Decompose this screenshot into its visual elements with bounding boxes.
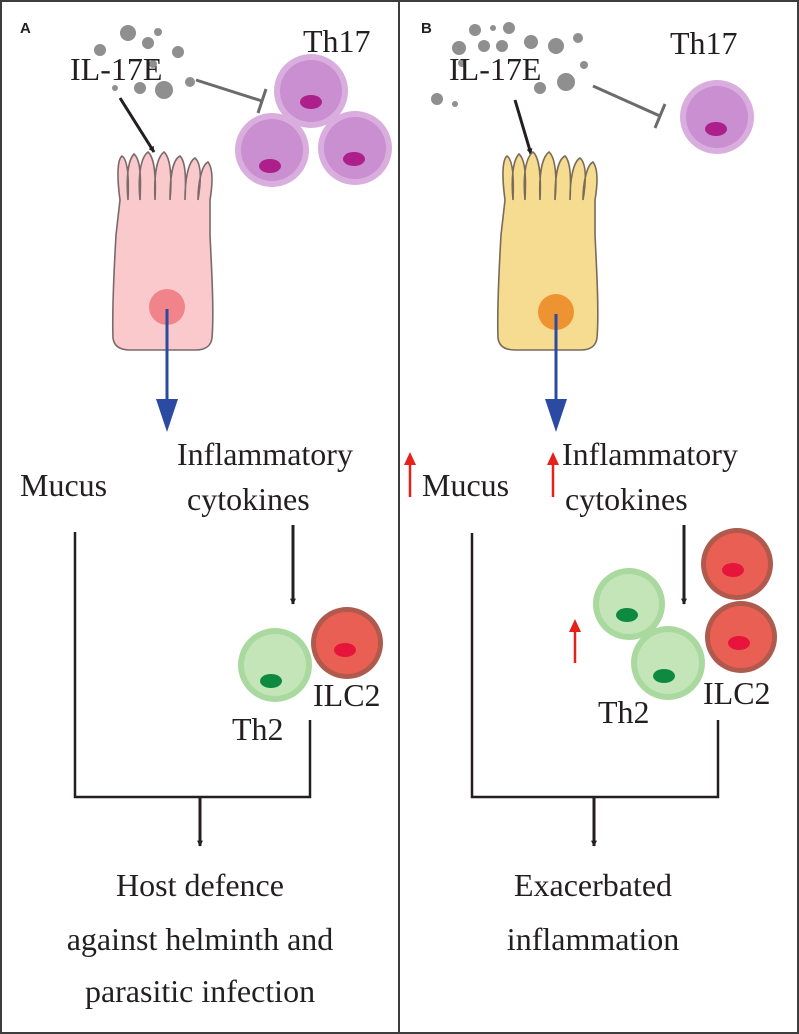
panel-b-ilc2-cell-2 bbox=[705, 601, 777, 673]
panel-a: A IL-17E Th17 bbox=[20, 20, 392, 1009]
panel-b-th2-increase-arrow bbox=[569, 619, 581, 663]
panel-b-th2-cell-1 bbox=[593, 568, 665, 640]
panel-b-outcome-line1: Exacerbated bbox=[514, 867, 672, 903]
panel-b-signal-arrow bbox=[545, 314, 567, 432]
panel-b-cytokine-increase-arrow bbox=[547, 452, 559, 497]
panel-b-il17e-arrow bbox=[513, 99, 533, 155]
panel-b: B IL-17E Th17 bbox=[404, 20, 777, 957]
panel-a-ilc2-cell bbox=[311, 607, 383, 679]
panel-b-il17e-particles bbox=[431, 22, 588, 107]
panel-a-merge-bracket bbox=[73, 532, 312, 847]
panel-a-outcome-line1: Host defence bbox=[116, 867, 284, 903]
panel-a-outcome-line3: parasitic infection bbox=[85, 973, 315, 1009]
panel-a-il17e-arrow bbox=[118, 97, 156, 153]
panel-b-epithelial-cell bbox=[496, 150, 599, 351]
panel-a-th2-label: Th2 bbox=[232, 711, 284, 747]
panel-a-outcome-line2: against helminth and bbox=[67, 921, 334, 957]
panel-a-letter: A bbox=[20, 20, 31, 37]
panel-a-il17e-particles bbox=[94, 25, 195, 99]
panel-b-mucus-label: Mucus bbox=[422, 467, 509, 503]
panel-a-epithelial-cell bbox=[111, 150, 214, 351]
panel-a-th17-cell-1 bbox=[274, 54, 348, 128]
panel-b-th2-label: Th2 bbox=[598, 694, 650, 730]
panel-b-merge-bracket bbox=[470, 533, 720, 847]
panel-a-th2-cell bbox=[238, 628, 312, 702]
panel-b-mucus-increase-arrow bbox=[404, 452, 416, 497]
panel-b-inflammatory-line1: Inflammatory bbox=[562, 436, 738, 472]
panel-a-inflammatory-line2: cytokines bbox=[187, 481, 310, 517]
panel-a-th17-cell-3 bbox=[318, 111, 392, 185]
panel-b-letter: B bbox=[421, 20, 432, 37]
panel-b-th17-inhibition bbox=[592, 84, 667, 129]
panel-b-ilc2-cell-1 bbox=[701, 528, 773, 600]
panel-b-inflammatory-line2: cytokines bbox=[565, 481, 688, 517]
panel-a-inflammatory-line1: Inflammatory bbox=[177, 436, 353, 472]
panel-b-ilc2-label: ILC2 bbox=[703, 675, 771, 711]
panel-b-th2-cell-2 bbox=[631, 626, 705, 700]
panel-a-il17e-label: IL-17E bbox=[70, 51, 162, 87]
panel-a-th17-cell-2 bbox=[235, 113, 309, 187]
panel-b-th17-cell bbox=[680, 80, 754, 154]
panel-a-mucus-label: Mucus bbox=[20, 467, 107, 503]
panel-a-th17-label: Th17 bbox=[303, 23, 371, 59]
panel-b-th17-label: Th17 bbox=[670, 25, 738, 61]
panel-b-il17e-label: IL-17E bbox=[449, 51, 541, 87]
panel-a-signal-arrow bbox=[156, 309, 178, 432]
panel-a-ilc2-label: ILC2 bbox=[313, 677, 381, 713]
panel-a-th17-inhibition bbox=[195, 78, 268, 114]
panel-b-outcome-line2: inflammation bbox=[507, 921, 679, 957]
